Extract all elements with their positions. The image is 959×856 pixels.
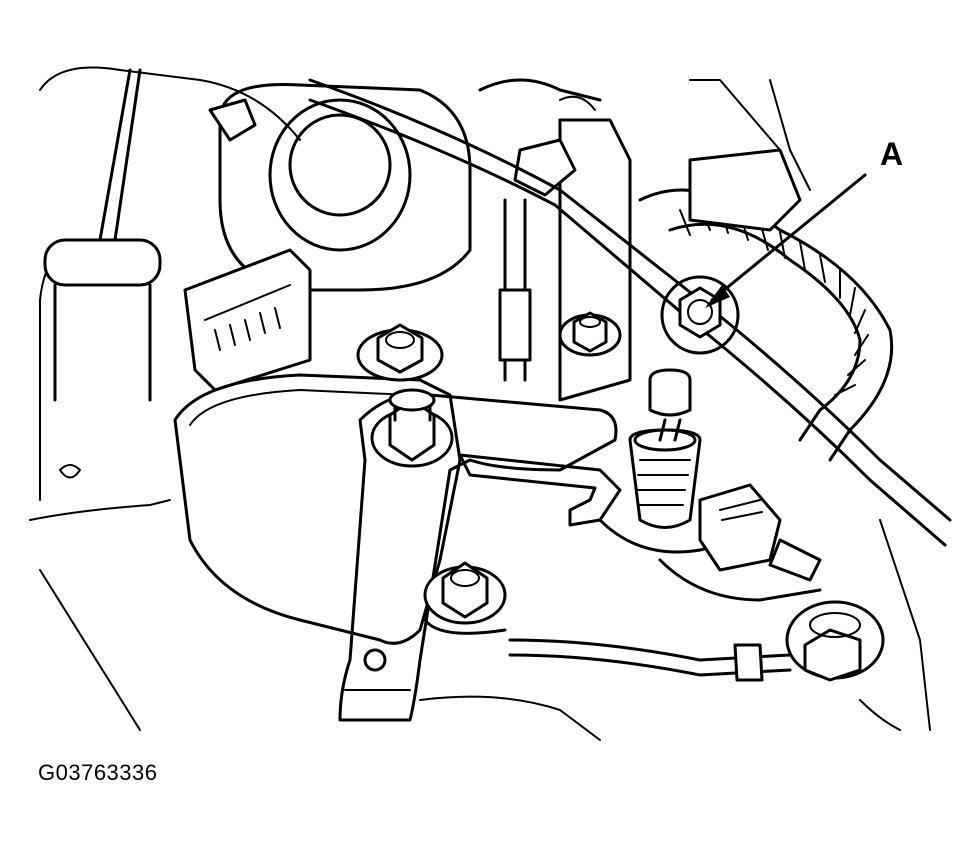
upper-left-cable: [43, 68, 162, 402]
gasket-plate: [173, 373, 462, 645]
sensor-connector: [658, 483, 822, 602]
flange-bolts: [356, 311, 885, 682]
engine-casing: [29, 66, 931, 741]
callout-leader: [705, 173, 867, 308]
electrical-connector: [183, 248, 312, 392]
bolt-lever-pivot: [370, 388, 454, 468]
bolt-lower: [423, 561, 507, 635]
bolt-center: [558, 311, 622, 357]
stud-bolts: [628, 368, 702, 529]
ground-wire: [508, 638, 792, 682]
bolt-upper-left: [356, 323, 444, 382]
shift-cable: [308, 78, 952, 547]
nut-a: [660, 275, 740, 355]
detent-rod: [458, 453, 742, 554]
figure-code: G03763336: [38, 760, 158, 785]
callout-label-a: A: [880, 136, 904, 172]
wiring-harness: [638, 148, 894, 462]
bolt-lower-right: [785, 600, 885, 682]
housing-boss: [218, 82, 472, 292]
